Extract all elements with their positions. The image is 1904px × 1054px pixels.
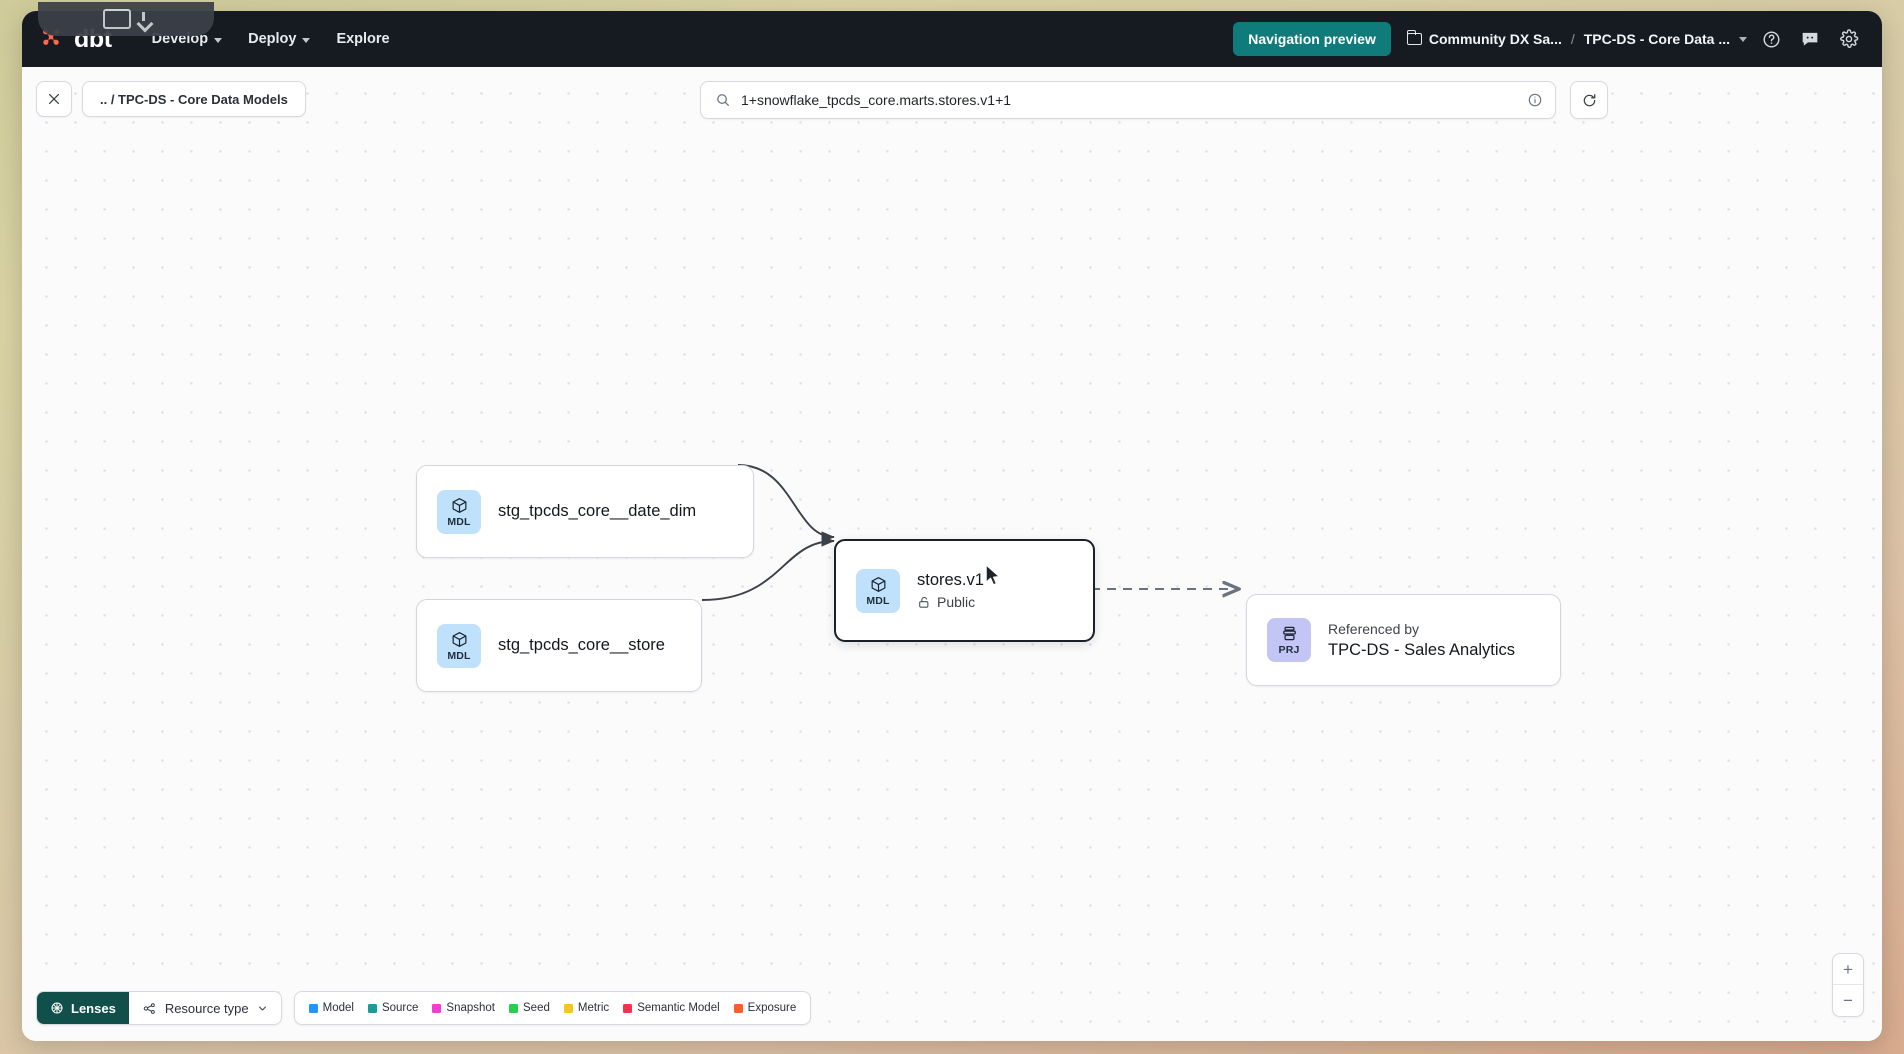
refresh-button[interactable] <box>1570 81 1608 119</box>
graph-node-label: stg_tpcds_core__date_dim <box>498 502 697 520</box>
cube-icon <box>452 631 466 647</box>
nav-item-explore[interactable]: Explore <box>326 24 399 54</box>
model-badge-label: MDL <box>447 515 471 528</box>
legend-item-metric: Metric <box>563 1002 610 1014</box>
graph-node-body: stores.v1 Public <box>917 571 984 610</box>
app-window: dbt Develop Deploy Explore Navigation pr… <box>22 11 1882 1041</box>
resource-type-dropdown[interactable]: Resource type <box>128 992 281 1024</box>
legend-label: Exposure <box>747 1002 797 1014</box>
legend-label: Source <box>381 1002 419 1014</box>
graph-node-stg-tpcds-core-store[interactable]: MDL stg_tpcds_core__store <box>416 599 702 692</box>
breadcrumb-chip[interactable]: .. / TPC-DS - Core Data Models <box>82 81 306 117</box>
navigation-preview-button[interactable]: Navigation preview <box>1233 22 1391 56</box>
chevron-down-icon <box>214 37 223 43</box>
lineage-bottom-bar: Lenses Resource type <box>36 991 812 1025</box>
unlock-icon <box>919 596 929 608</box>
close-button[interactable] <box>36 81 72 117</box>
graph-node-eyebrow: Referenced by <box>1328 620 1420 637</box>
graph-node-label: TPC-DS - Sales Analytics <box>1328 640 1516 659</box>
legend-swatch <box>432 1003 442 1013</box>
legend-item-snapshot: Snapshot <box>432 1002 495 1014</box>
lens-icon <box>51 1002 63 1014</box>
download-icon <box>137 11 150 27</box>
breadcrumb-account[interactable]: Community DX Sa... <box>1428 31 1562 47</box>
legend-swatch <box>509 1003 519 1013</box>
lenses-label: Lenses <box>71 1000 116 1016</box>
legend-swatch <box>733 1003 743 1013</box>
cube-icon <box>871 576 885 592</box>
model-badge: MDL <box>437 489 481 534</box>
legend-label: Seed <box>523 1002 550 1014</box>
search-icon <box>717 94 729 106</box>
cube-icon <box>452 497 466 513</box>
legend-swatch <box>623 1003 633 1013</box>
legend-swatch <box>367 1003 377 1013</box>
graph-node-stg-tpcds-core-date-dim[interactable]: MDL stg_tpcds_core__date_dim <box>416 465 754 558</box>
project-badge: PRJ <box>1267 618 1311 662</box>
legend-item-seed: Seed <box>509 1002 550 1014</box>
legend-item-source: Source <box>367 1002 419 1014</box>
legend-item-exposure: Exposure <box>733 1002 797 1014</box>
access-label: Public <box>937 594 976 610</box>
feedback-icon[interactable] <box>1795 24 1825 54</box>
lenses-control-group: Lenses Resource type <box>36 991 282 1025</box>
nav-item-explore-label: Explore <box>336 31 390 47</box>
screen-icon <box>102 9 131 29</box>
breadcrumb-separator: / <box>1570 31 1575 47</box>
legend-swatch <box>308 1003 318 1013</box>
search-input[interactable] <box>741 92 1517 108</box>
model-badge-label: MDL <box>866 594 890 607</box>
lineage-graph: MDL stg_tpcds_core__date_dim MDL stg_tpc… <box>22 67 1882 1041</box>
legend-item-semantic-model: Semantic Model <box>623 1002 720 1014</box>
graph-node-label: stores.v1 <box>917 571 984 589</box>
nodes-icon <box>143 1002 155 1014</box>
screen-share-indicator <box>38 2 214 36</box>
lineage-search[interactable] <box>700 81 1556 119</box>
chevron-down-icon <box>302 37 311 43</box>
resource-type-label: Resource type <box>164 1000 249 1016</box>
breadcrumb-project[interactable]: TPC-DS - Core Data ... <box>1583 31 1730 47</box>
chevron-down-icon <box>258 1006 266 1010</box>
zoom-out-button[interactable]: − <box>1843 991 1853 1010</box>
refresh-icon <box>1583 93 1595 106</box>
folder-icon <box>1406 29 1422 45</box>
nav-item-deploy[interactable]: Deploy <box>238 24 320 54</box>
nav-item-deploy-label: Deploy <box>248 31 297 47</box>
lenses-button[interactable]: Lenses <box>37 992 129 1024</box>
info-icon[interactable] <box>1527 92 1543 108</box>
lineage-toolbar: .. / TPC-DS - Core Data Models <box>22 67 1882 143</box>
help-circle-icon[interactable] <box>1756 24 1786 54</box>
model-badge: MDL <box>856 568 900 613</box>
chevron-down-icon[interactable] <box>1739 36 1747 42</box>
resource-type-legend: Model Source Snapshot Seed <box>293 991 812 1025</box>
zoom-controls: + − <box>1832 953 1864 1017</box>
lineage-canvas[interactable]: MDL stg_tpcds_core__date_dim MDL stg_tpc… <box>22 67 1882 1041</box>
legend-item-model: Model <box>308 1002 354 1014</box>
legend-label: Metric <box>577 1002 610 1014</box>
model-badge: MDL <box>437 623 481 668</box>
gear-icon[interactable] <box>1834 24 1864 54</box>
top-navigation-bar: dbt Develop Deploy Explore Navigation pr… <box>22 11 1882 67</box>
model-badge-label: MDL <box>447 649 471 662</box>
legend-label: Snapshot <box>446 1002 496 1014</box>
graph-node-body: Referenced by TPC-DS - Sales Analytics <box>1328 621 1515 660</box>
access-badge: Public <box>917 594 984 610</box>
zoom-in-button[interactable]: + <box>1833 954 1863 985</box>
project-stack-icon <box>1282 626 1296 641</box>
legend-swatch <box>563 1003 573 1013</box>
project-badge-label: PRJ <box>1278 644 1300 657</box>
graph-node-stores-v1[interactable]: MDL stores.v1 Public <box>834 539 1095 642</box>
breadcrumb: Community DX Sa... / TPC-DS - Core Data … <box>1406 24 1864 54</box>
close-icon <box>48 93 60 105</box>
graph-node-referenced-by-project[interactable]: PRJ Referenced by TPC-DS - Sales Analyti… <box>1246 594 1561 686</box>
legend-label: Model <box>322 1002 354 1014</box>
legend-label: Semantic Model <box>637 1002 720 1014</box>
graph-node-label: stg_tpcds_core__store <box>498 636 665 654</box>
